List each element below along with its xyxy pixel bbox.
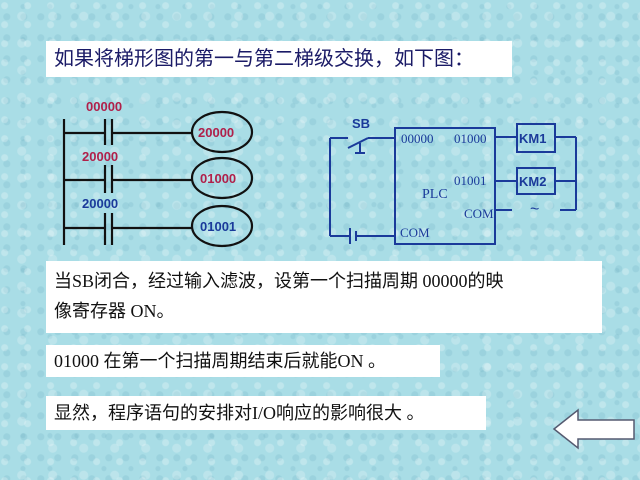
rung2-contact-label: 20000 [82, 149, 118, 164]
ladder-diagram: 00000 20000 20000 01000 20000 01001 [62, 99, 254, 248]
title-text: 如果将梯形图的第一与第二梯级交换，如下图： [54, 48, 474, 70]
output-terminal-2-label: 01001 [454, 173, 487, 188]
paragraph-2: 01000 在第一个扫描周期结束后就能ON 。 [46, 345, 440, 377]
paragraph-1-line-2: 像寄存器 ON。 [54, 301, 175, 321]
rung1-coil-label: 20000 [198, 125, 234, 140]
rung1-contact-label: 00000 [86, 99, 122, 114]
rung2-coil-label: 01000 [200, 171, 236, 186]
switch-label: SB [352, 116, 370, 131]
back-arrow-button[interactable] [552, 408, 638, 450]
load-km2-label: KM2 [519, 174, 546, 189]
paragraph-3: 显然，程序语句的安排对I/O响应的影响很大 。 [46, 396, 486, 430]
output-com-label: COM [464, 206, 494, 221]
rung3-contact-label: 20000 [82, 196, 118, 211]
output-terminal-1-label: 01000 [454, 131, 487, 146]
paragraph-1: 当SB闭合，经过输入滤波，设第一个扫描周期 00000的映 像寄存器 ON。 [46, 261, 602, 333]
input-terminal-label: 00000 [401, 131, 434, 146]
load-km1-label: KM1 [519, 131, 546, 146]
plc-wiring-diagram: SB 00000 01000 01001 PLC COM COM KM1 KM2… [329, 116, 577, 245]
input-com-label: COM [400, 225, 430, 240]
left-arrow-icon [552, 408, 635, 450]
paragraph-3-text: 显然，程序语句的安排对I/O响应的影响很大 。 [54, 403, 425, 423]
title-box: 如果将梯形图的第一与第二梯级交换，如下图： [46, 41, 512, 77]
paragraph-1-line-1: 当SB闭合，经过输入滤波，设第一个扫描周期 00000的映 [54, 271, 504, 291]
paragraph-2-text: 01000 在第一个扫描周期结束后就能ON 。 [54, 351, 386, 371]
ac-source-symbol: ~ [530, 201, 539, 218]
plc-label: PLC [422, 187, 448, 202]
rung3-coil-label: 01001 [200, 219, 236, 234]
